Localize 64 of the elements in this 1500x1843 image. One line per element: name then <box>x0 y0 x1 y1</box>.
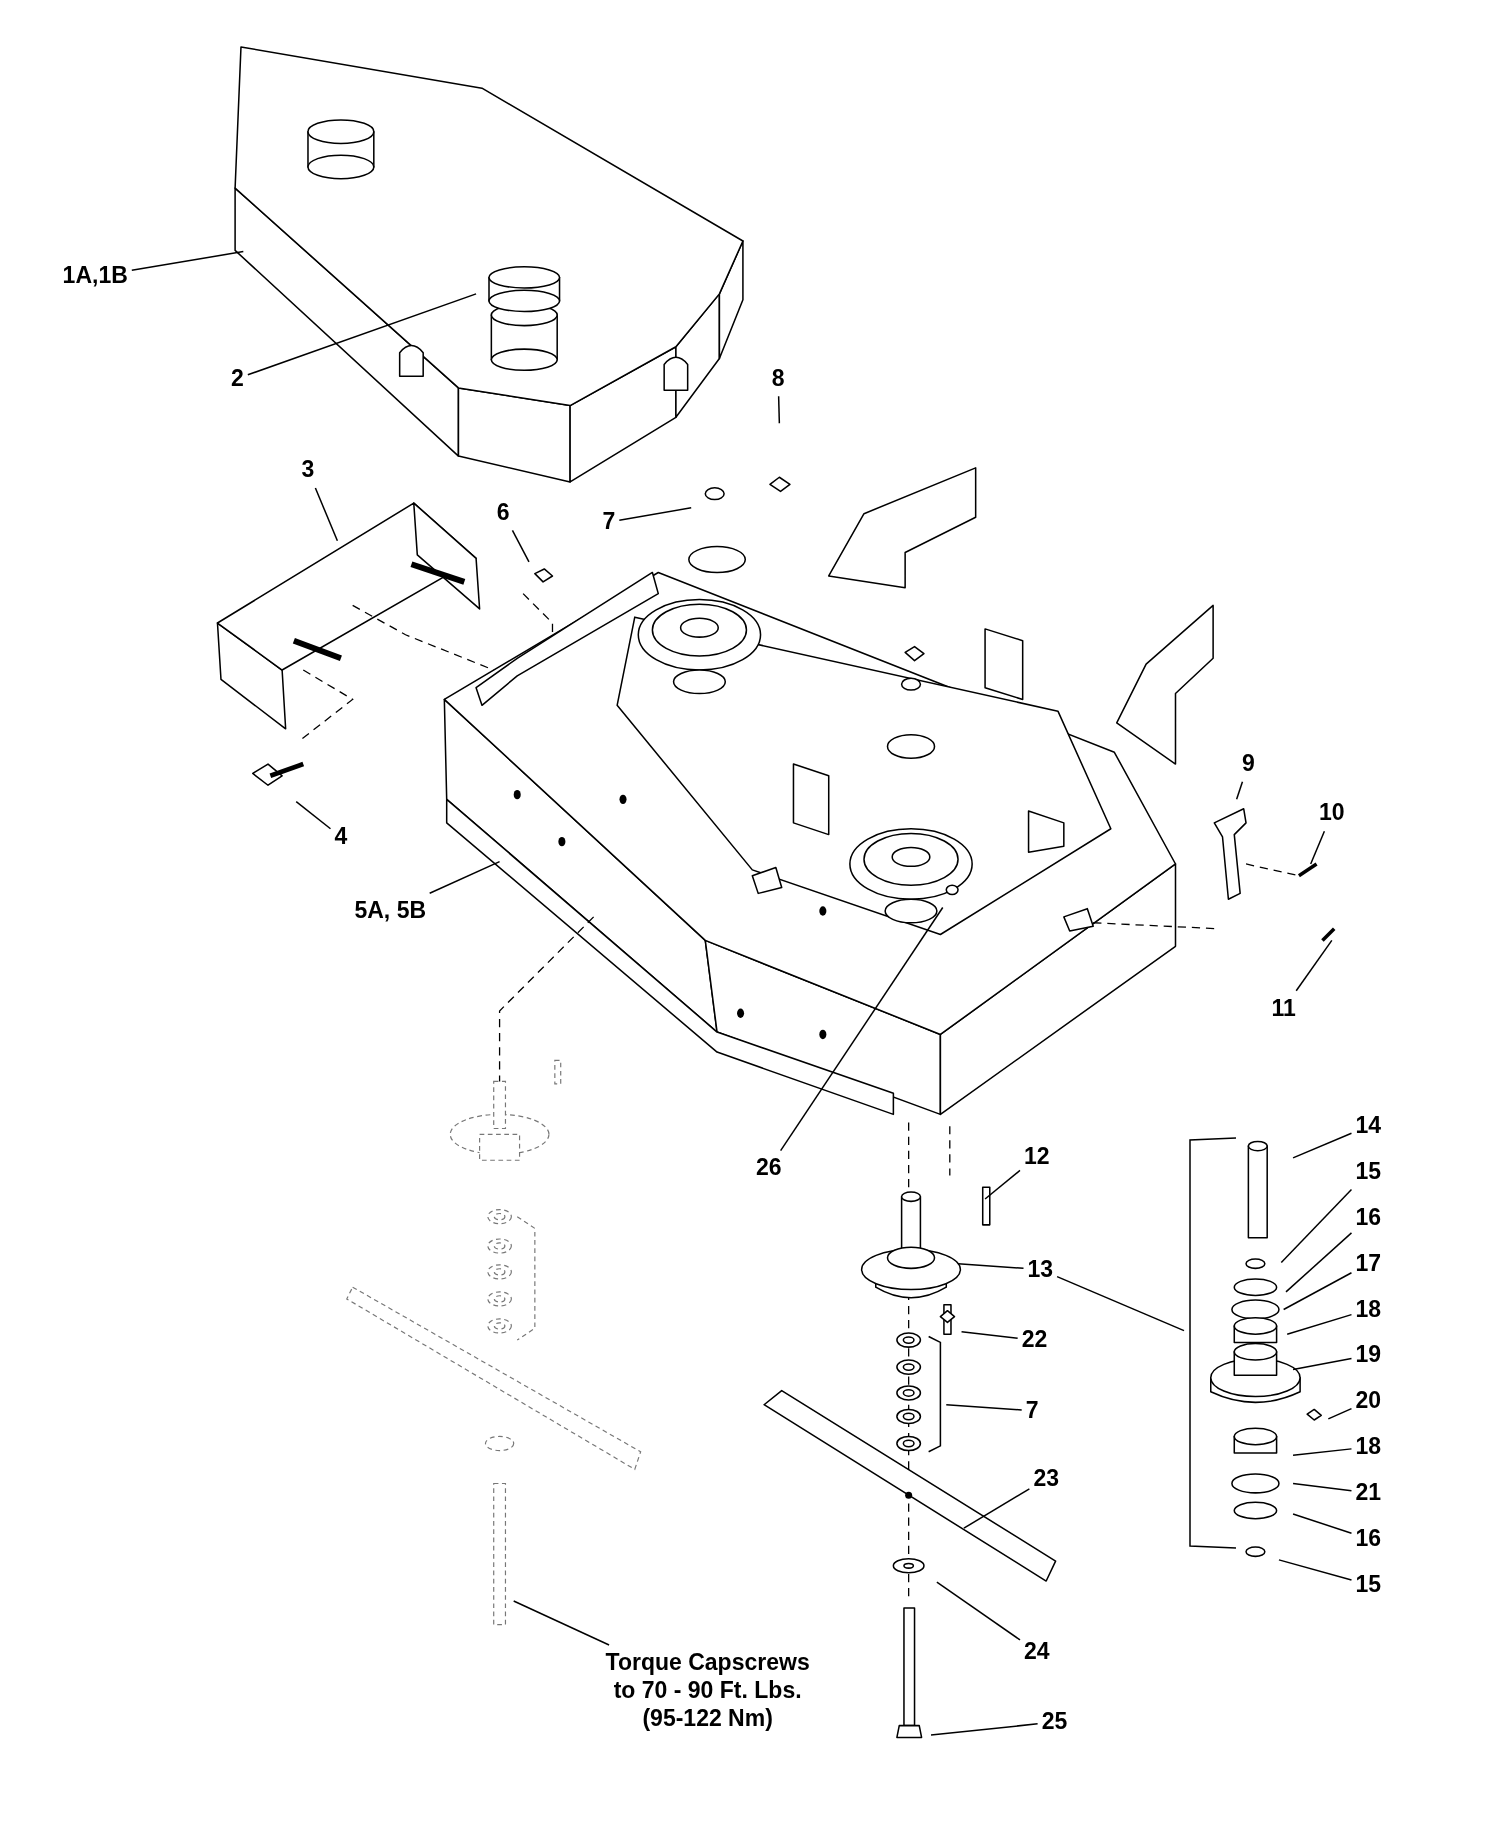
leader-line <box>1292 1513 1353 1534</box>
callout-number: 9 <box>1242 750 1255 778</box>
callout-number: 7 <box>602 508 616 536</box>
leader-line <box>1295 939 1333 992</box>
leader-line <box>1286 1313 1353 1335</box>
leader-line <box>1292 1357 1353 1371</box>
callout-number: 5A, 5B <box>354 897 427 925</box>
leader-line <box>779 906 944 1152</box>
callout-number: 25 <box>1041 1708 1068 1736</box>
leader-line <box>314 487 339 542</box>
leader-line <box>960 1331 1019 1339</box>
callout-number: 20 <box>1355 1387 1382 1415</box>
leader-line <box>511 529 530 563</box>
callout-number: 3 <box>301 456 315 484</box>
leader-line <box>963 1488 1031 1529</box>
leader-line <box>247 293 477 376</box>
leader-line <box>945 1403 1023 1411</box>
callout-number: 1A,1B <box>62 262 128 291</box>
callout-number: 26 <box>755 1154 782 1183</box>
callout-number: 18 <box>1355 1433 1382 1461</box>
callout-number: 15 <box>1355 1158 1382 1186</box>
leader-line <box>984 1169 1021 1200</box>
callout-number: 21 <box>1355 1479 1382 1507</box>
callout-number: 7 <box>1025 1396 1039 1425</box>
callout-number: 4 <box>334 823 348 851</box>
leader-line <box>936 1581 1021 1641</box>
leader-line <box>1292 1482 1353 1492</box>
callout-number: 15 <box>1355 1570 1382 1599</box>
leader-line <box>777 395 781 424</box>
callout-number: 8 <box>771 364 785 393</box>
leader-line <box>1280 1188 1353 1264</box>
callout-number: 6 <box>496 498 510 527</box>
bracket-line <box>1188 1136 1238 1550</box>
leader-line <box>1285 1232 1353 1293</box>
leader-line <box>930 1723 1039 1736</box>
callout-number: 24 <box>1024 1637 1050 1666</box>
leader-line <box>1282 1272 1353 1311</box>
leader-line <box>1292 1132 1353 1159</box>
callout-number: 17 <box>1355 1249 1382 1278</box>
leader-line <box>957 1262 1025 1270</box>
callout-number: 11 <box>1271 994 1296 1023</box>
leader-line <box>295 800 332 830</box>
leader-line <box>1309 830 1326 865</box>
callout-number: 10 <box>1319 799 1345 828</box>
callout-number: 2 <box>231 364 244 393</box>
callout-number: 16 <box>1355 1524 1382 1553</box>
callout-number: 14 <box>1355 1112 1382 1140</box>
callout-number: 12 <box>1024 1142 1050 1171</box>
callout-number: 13 <box>1027 1255 1054 1284</box>
leader-line <box>1278 1559 1353 1581</box>
callout-number: 23 <box>1033 1464 1059 1493</box>
callout-number: 18 <box>1355 1295 1382 1324</box>
leader-line <box>1327 1407 1353 1420</box>
callout-number: 22 <box>1021 1326 1048 1354</box>
leader-line <box>1056 1275 1185 1332</box>
leader-line <box>1292 1448 1353 1456</box>
callout-number: 16 <box>1355 1204 1382 1232</box>
callout-number: 19 <box>1355 1341 1382 1370</box>
leader-line <box>428 860 501 894</box>
leader-line <box>512 1600 610 1646</box>
leader-line <box>1235 781 1244 801</box>
leader-line <box>618 507 692 521</box>
leader-line <box>131 250 245 271</box>
torque-note: Torque Capscrews to 70 - 90 Ft. Lbs. (95-122 Nm) <box>600 1648 816 1732</box>
